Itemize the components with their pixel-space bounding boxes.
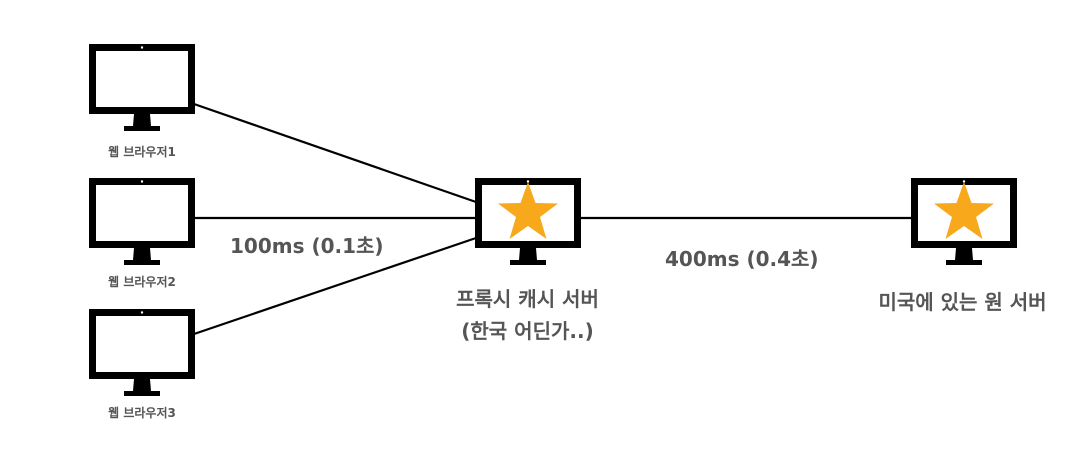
client-label-3: 웹 브라우저3: [108, 406, 176, 420]
client-monitor-1-icon: [88, 43, 196, 133]
client-monitor-2-icon: [88, 177, 196, 267]
star-icon: [934, 182, 994, 239]
latency-proxy-to-origin: 400ms (0.4초): [665, 247, 819, 271]
origin-server-label: 미국에 있는 원 서버: [878, 290, 1047, 314]
star-icon: [498, 182, 558, 239]
line-client3-to-proxy: [193, 236, 477, 336]
client-label-1: 웹 브라우저1: [108, 145, 176, 159]
proxy-server-label-line1: 프록시 캐시 서버: [456, 287, 599, 311]
latency-client-to-proxy: 100ms (0.1초): [230, 234, 384, 258]
origin-server-monitor-icon: [910, 177, 1018, 267]
proxy-server-monitor-icon: [474, 177, 582, 267]
client-monitor-3-icon: [88, 308, 196, 398]
proxy-server-label: 프록시 캐시 서버 (한국 어딘가..): [420, 283, 635, 347]
proxy-server-label-line2: (한국 어딘가..): [461, 319, 594, 343]
line-client1-to-proxy: [193, 102, 477, 204]
client-label-2: 웹 브라우저2: [108, 275, 176, 289]
